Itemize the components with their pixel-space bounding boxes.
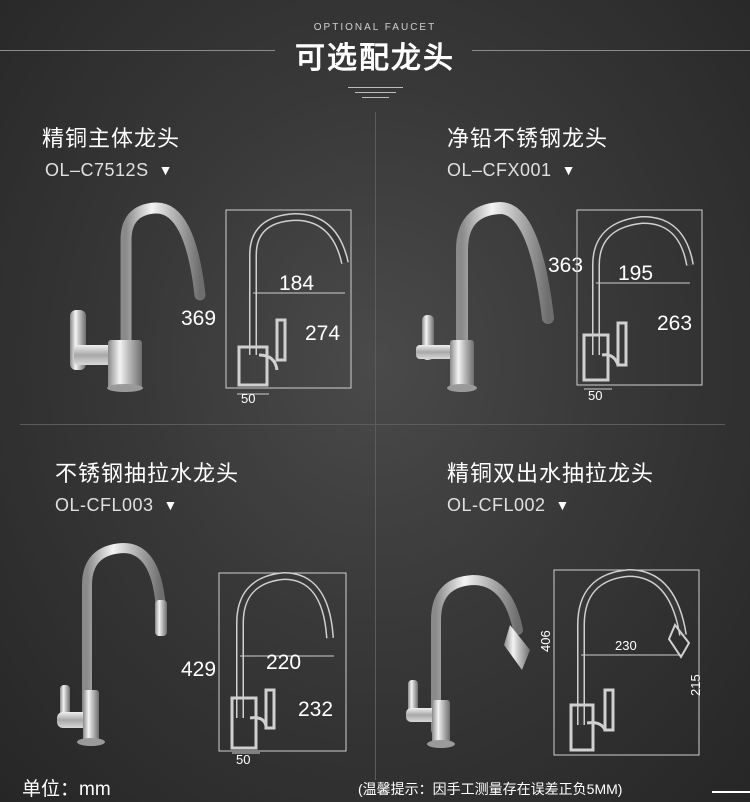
- product-1-dimension-diagram: [225, 209, 352, 395]
- product-3-reach-label: 220: [266, 651, 302, 674]
- product-2-base-label: 50: [588, 388, 603, 403]
- product-1-model-selector[interactable]: OL–C7512S ▼: [45, 160, 173, 181]
- product-3-body-label: 232: [298, 698, 334, 721]
- product-2-faucet-image: [416, 201, 554, 392]
- product-1-name: 精铜主体龙头: [42, 126, 181, 151]
- product-4-dimension-diagram: [553, 568, 700, 756]
- product-1-reach-label: 184: [279, 272, 315, 295]
- product-3-dimension-diagram: [218, 571, 347, 754]
- product-4-body-label: 215: [688, 674, 703, 696]
- product-1-model: OL–C7512S: [45, 160, 149, 180]
- product-2-dimension-diagram: [576, 209, 703, 390]
- triangle-down-icon: ▼: [561, 162, 576, 178]
- product-3-model-selector[interactable]: OL-CFL003 ▼: [55, 495, 178, 516]
- page-title: 可选配龙头: [295, 42, 455, 75]
- title-underline-1: [348, 87, 403, 88]
- product-2-model-selector[interactable]: OL–CFX001 ▼: [447, 160, 576, 181]
- product-3-model: OL-CFL003: [55, 495, 154, 515]
- note-underline: [712, 791, 750, 793]
- product-1-body-label: 274: [305, 322, 341, 345]
- product-3-height-label: 429: [181, 658, 217, 681]
- product-4-model-selector[interactable]: OL-CFL002 ▼: [447, 495, 570, 516]
- product-4-name: 精铜双出水抽拉龙头: [447, 461, 655, 486]
- product-1-height-label: 369: [181, 307, 217, 330]
- product-2-reach-label: 195: [618, 262, 654, 285]
- product-1-base-label: 50: [241, 391, 256, 406]
- product-2-height-label: 363: [548, 254, 584, 277]
- grid-divider-vertical: [375, 112, 376, 780]
- triangle-down-icon: ▼: [555, 497, 570, 513]
- grid-divider-horizontal: [20, 424, 725, 425]
- product-3-base-label: 50: [236, 752, 251, 767]
- product-3-name: 不锈钢抽拉水龙头: [55, 461, 240, 486]
- product-2-body-label: 263: [657, 312, 693, 335]
- measurement-note: (温馨提示：因手工测量存在误差正负5MM): [358, 781, 623, 797]
- product-1-faucet-image: [70, 202, 206, 392]
- product-2-model: OL–CFX001: [447, 160, 552, 180]
- triangle-down-icon: ▼: [158, 162, 173, 178]
- header-rule-left: [0, 50, 275, 51]
- title-underline-2: [355, 92, 396, 93]
- title-underline-3: [362, 97, 389, 98]
- product-4-faucet-image: [406, 574, 530, 748]
- triangle-down-icon: ▼: [163, 497, 178, 513]
- unit-label: 单位：mm: [22, 779, 111, 800]
- header-rule-right: [472, 50, 750, 51]
- product-4-model: OL-CFL002: [447, 495, 546, 515]
- product-3-faucet-image: [57, 542, 167, 746]
- header-eyebrow: OPTIONAL FAUCET: [313, 22, 437, 33]
- product-4-reach-label: 230: [615, 638, 637, 653]
- product-2-name: 净铅不锈钢龙头: [447, 126, 609, 151]
